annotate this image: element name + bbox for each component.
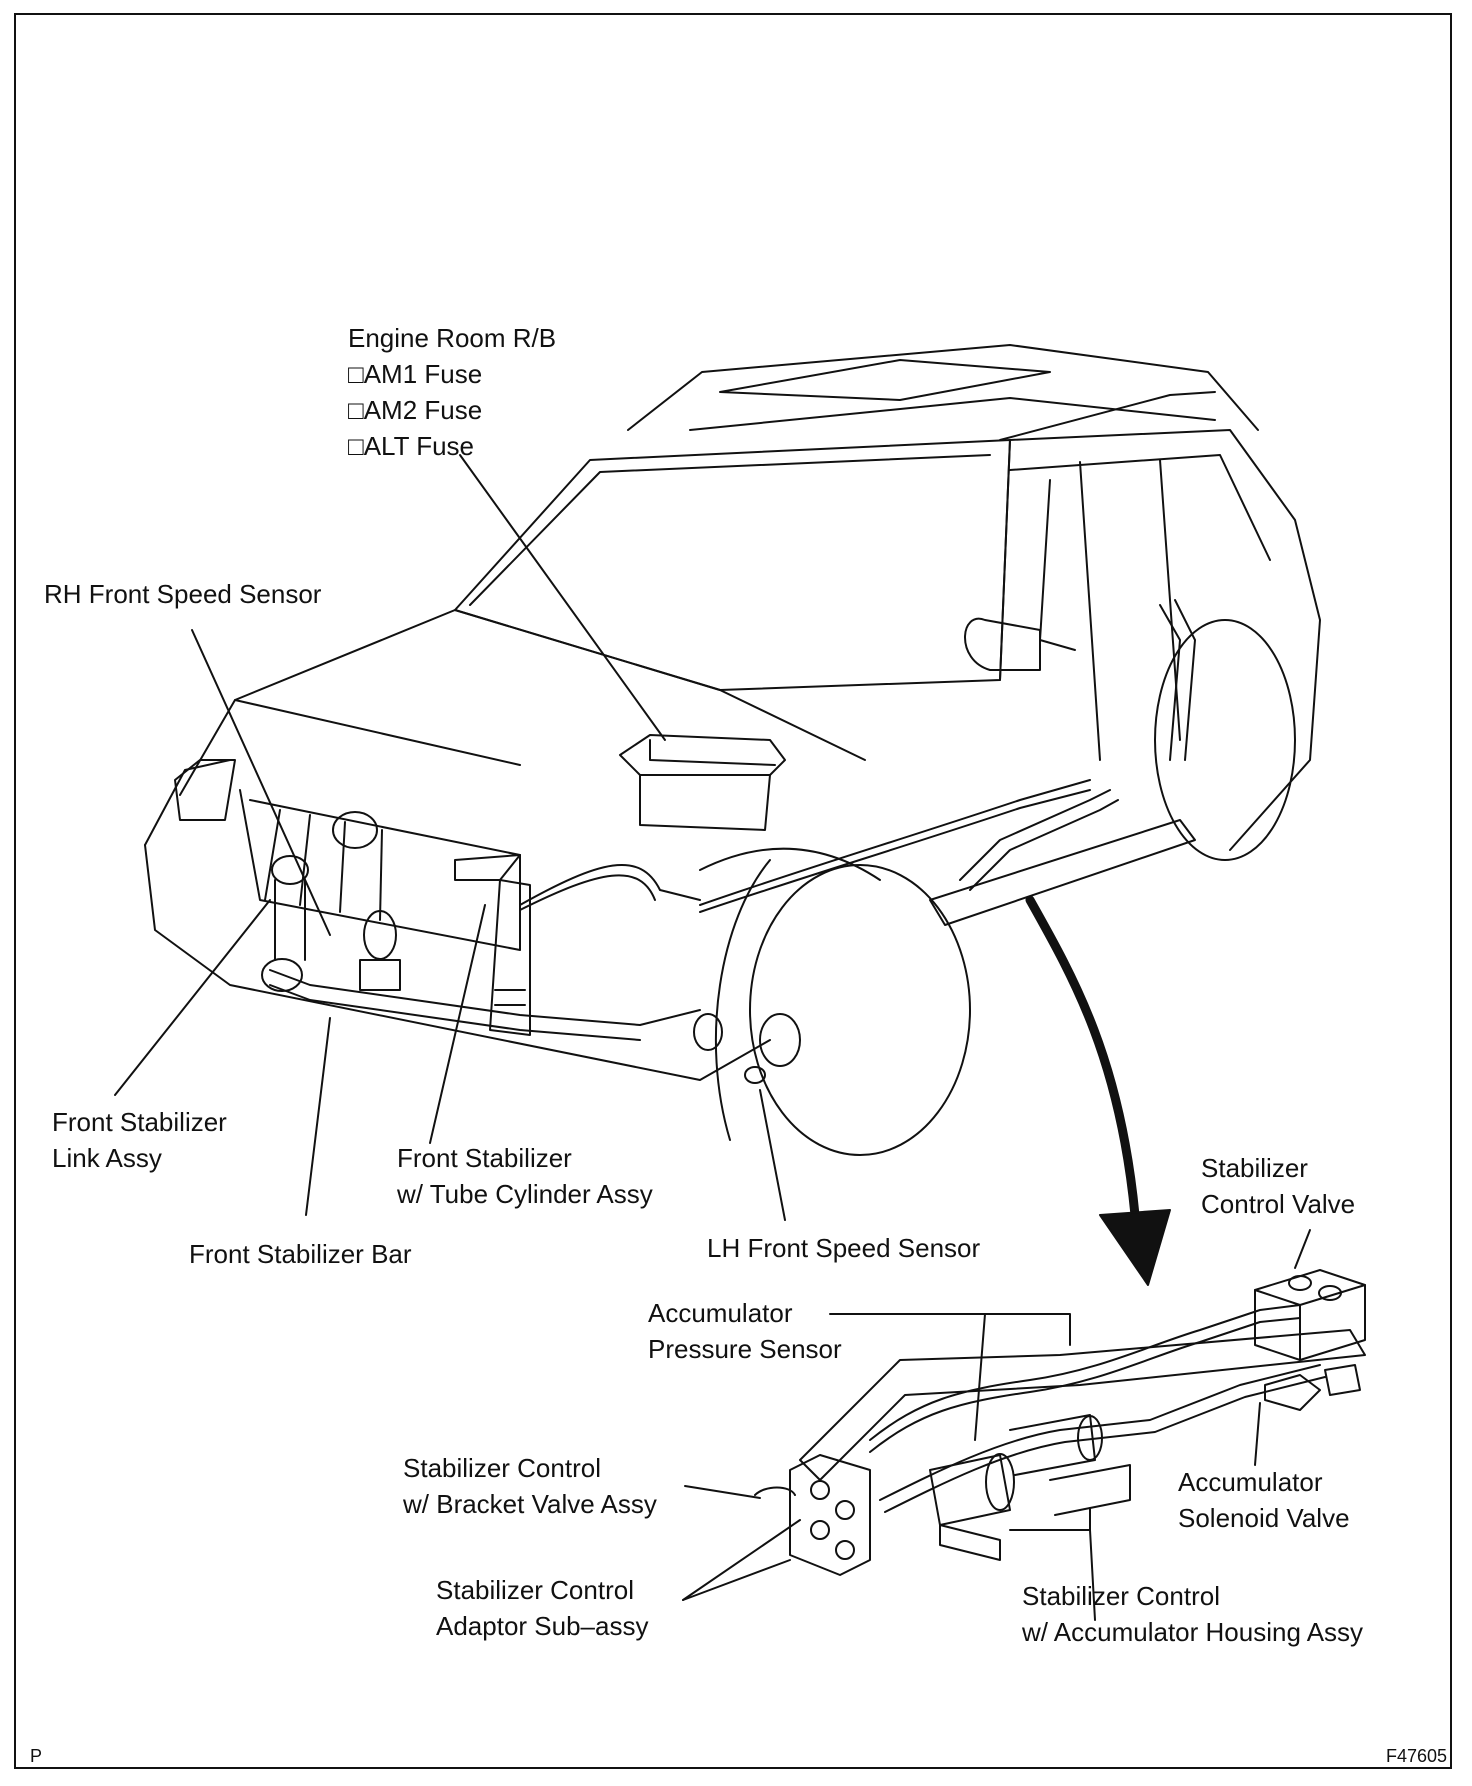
stabilizer-accumulator-housing-label: Stabilizer Control w/ Accumulator Housin… xyxy=(1022,1578,1363,1650)
front-stabilizer-tube-line2: w/ Tube Cylinder Assy xyxy=(397,1179,653,1209)
accumulator-solenoid-line2: Solenoid Valve xyxy=(1178,1503,1350,1533)
stabilizer-control-bracket-line1: Stabilizer Control xyxy=(403,1453,601,1483)
front-stabilizer-tube-label: Front Stabilizer w/ Tube Cylinder Assy xyxy=(397,1140,653,1212)
stabilizer-adaptor-line2: Adaptor Sub–assy xyxy=(436,1611,649,1641)
accumulator-pressure-sensor-line2: Pressure Sensor xyxy=(648,1334,842,1364)
vehicle-body xyxy=(144,344,1321,1156)
accumulator-solenoid-label: Accumulator Solenoid Valve xyxy=(1178,1464,1350,1536)
engine-room-relay-box xyxy=(619,734,786,831)
stabilizer-adaptor-line1: Stabilizer Control xyxy=(436,1575,634,1605)
front-stabilizer-link-label: Front Stabilizer Link Assy xyxy=(52,1104,227,1176)
front-stabilizer-bar-label: Front Stabilizer Bar xyxy=(189,1239,412,1269)
am2-fuse-text: □AM2 Fuse xyxy=(348,395,483,425)
accumulator-pressure-sensor-line1: Accumulator xyxy=(648,1298,793,1328)
stabilizer-accumulator-housing-line1: Stabilizer Control xyxy=(1022,1581,1220,1611)
front-stabilizer-link-line1: Front Stabilizer xyxy=(52,1107,227,1137)
stabilizer-control-valve-line1: Stabilizer xyxy=(1201,1153,1308,1183)
engine-room-rb-text: Engine Room R/B xyxy=(348,323,557,353)
engine-room-relay-label: Engine Room R/B □AM1 Fuse □AM2 Fuse □ALT… xyxy=(348,320,556,464)
rh-front-speed-sensor-label: RH Front Speed Sensor xyxy=(44,579,322,609)
accumulator-solenoid-line1: Accumulator xyxy=(1178,1467,1323,1497)
front-stabilizer-link-line2: Link Assy xyxy=(52,1143,162,1173)
stabilizer-control-bracket-line2: w/ Bracket Valve Assy xyxy=(403,1489,657,1519)
accumulator-pressure-sensor-label: Accumulator Pressure Sensor xyxy=(648,1295,842,1367)
stabilizer-control-valve-label: Stabilizer Control Valve xyxy=(1201,1150,1355,1222)
diagram-frame xyxy=(14,13,1452,1769)
stabilizer-adaptor-label: Stabilizer Control Adaptor Sub–assy xyxy=(436,1572,648,1644)
stabilizer-accumulator-housing-line2: w/ Accumulator Housing Assy xyxy=(1022,1617,1364,1647)
arrow-icon xyxy=(1025,895,1171,1286)
corner-left-mark: P xyxy=(30,1746,43,1766)
front-stabilizer-tube-line1: Front Stabilizer xyxy=(397,1143,572,1173)
front-stabilizer-assembly xyxy=(261,599,1196,1084)
stabilizer-control-assembly xyxy=(754,1269,1366,1576)
figure-code: F47605 xyxy=(1386,1746,1448,1766)
alt-fuse-text: □ALT Fuse xyxy=(348,431,475,461)
stabilizer-control-bracket-label: Stabilizer Control w/ Bracket Valve Assy xyxy=(403,1450,657,1522)
am1-fuse-text: □AM1 Fuse xyxy=(348,359,483,389)
stabilizer-control-valve-line2: Control Valve xyxy=(1201,1189,1356,1219)
lh-front-speed-sensor-label: LH Front Speed Sensor xyxy=(707,1233,981,1263)
leader-lines xyxy=(114,454,1311,1621)
